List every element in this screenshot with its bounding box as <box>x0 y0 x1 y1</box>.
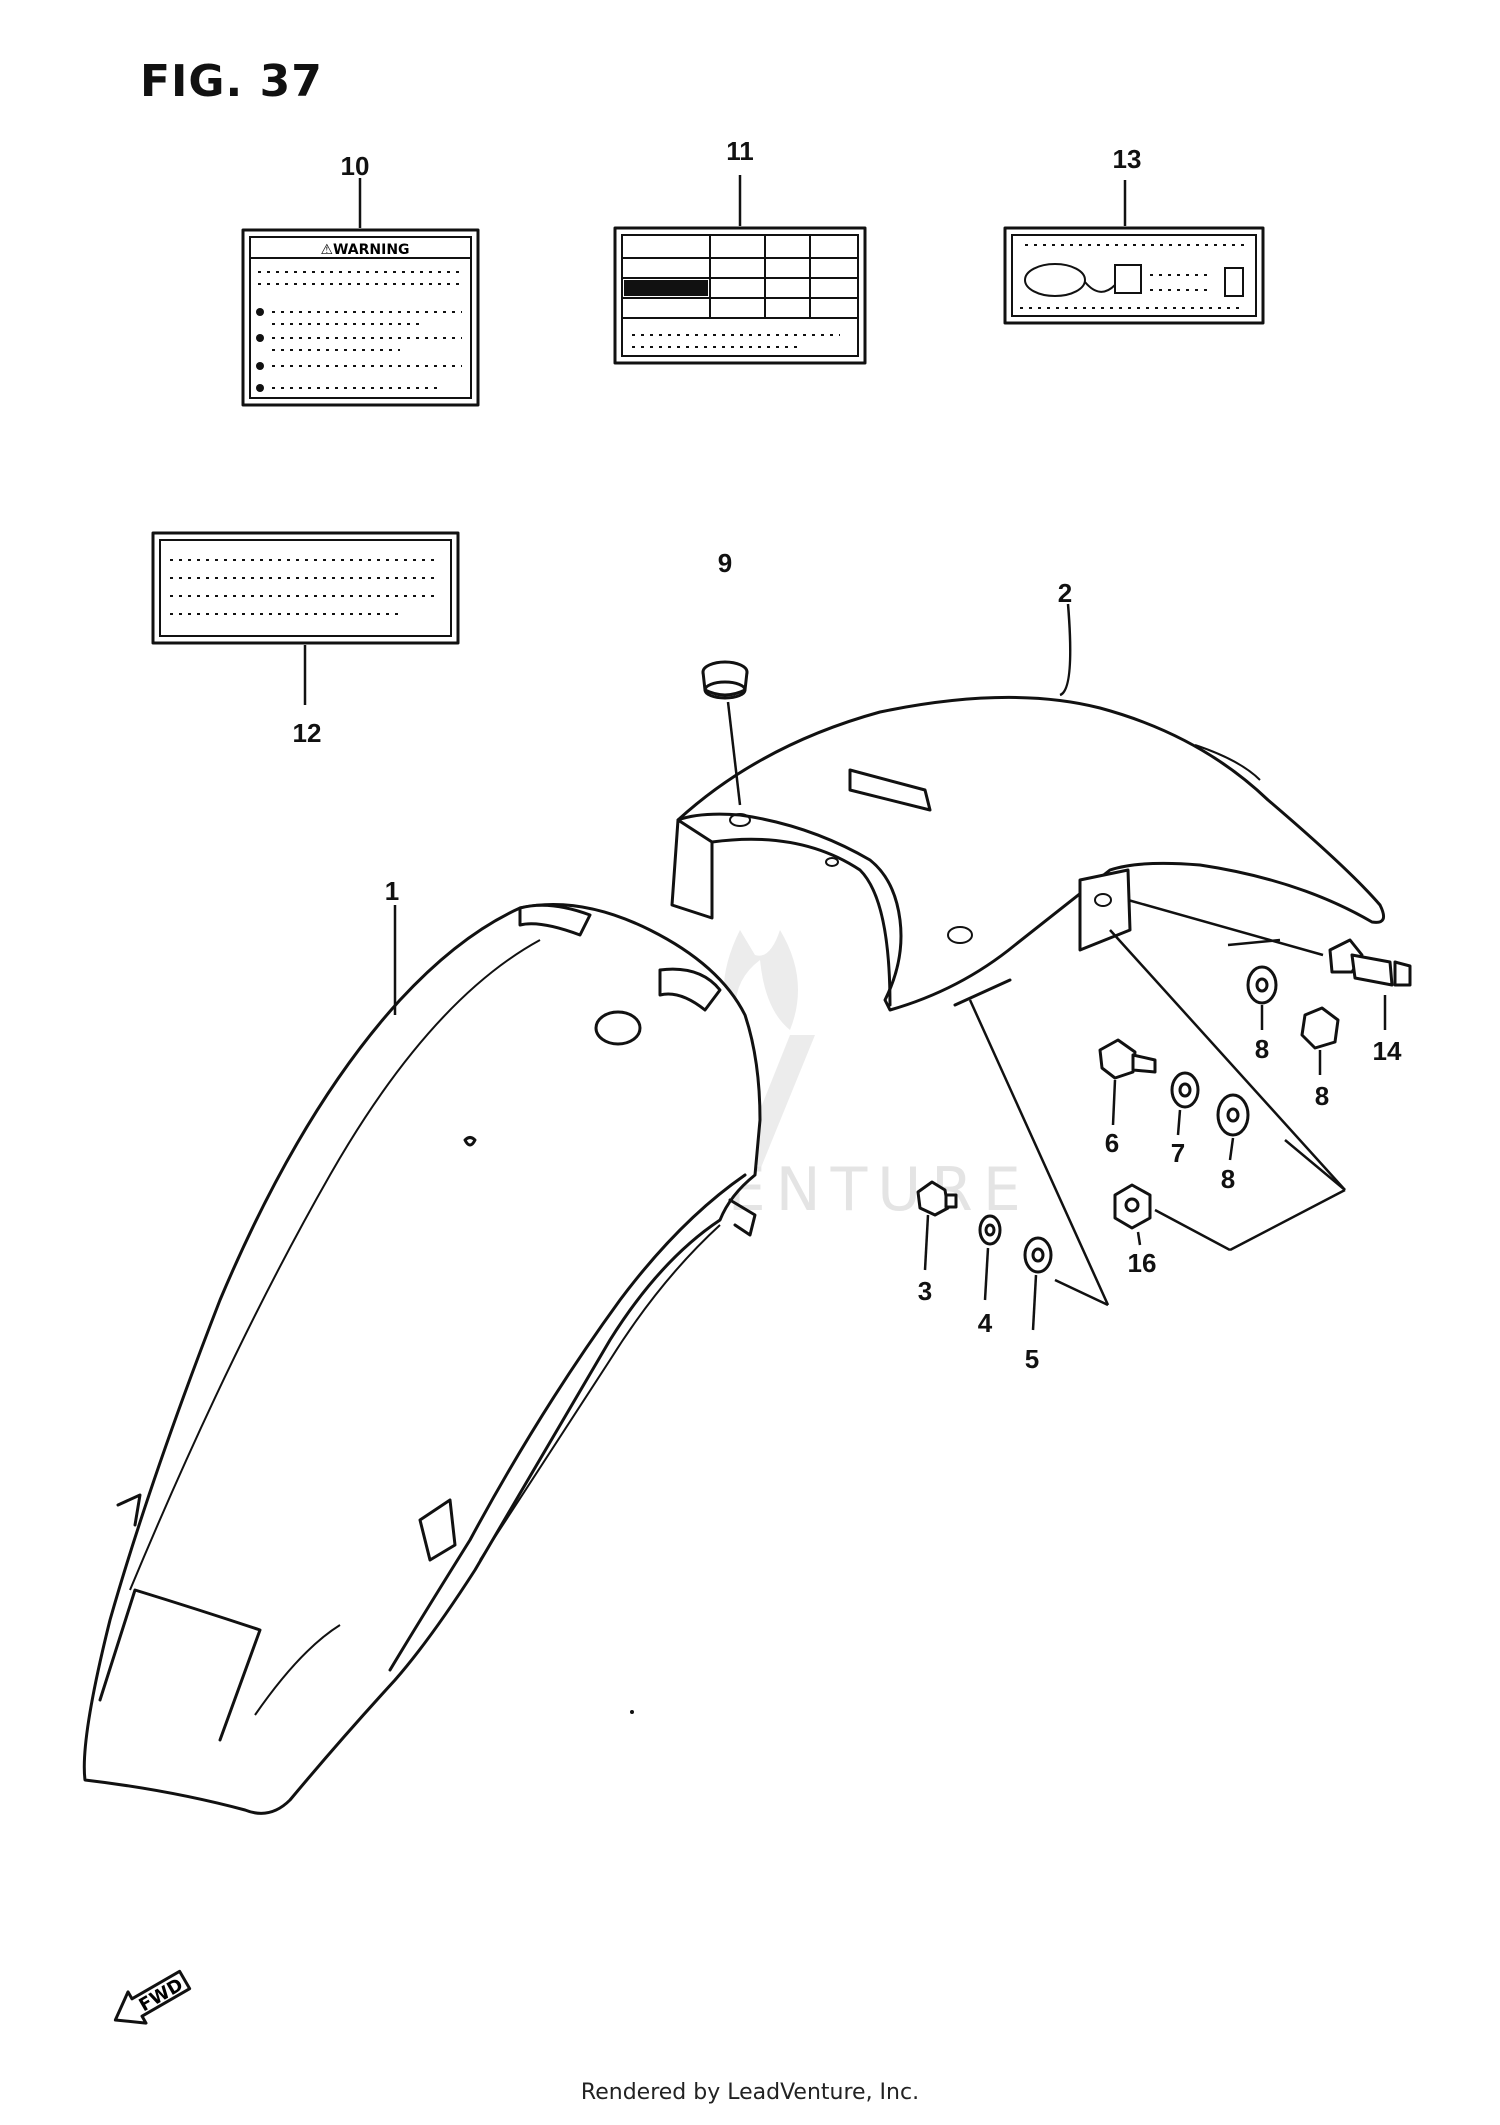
part-11-warning-label[interactable]: ⚠WARNING <box>241 228 480 407</box>
part-14-routing-label[interactable] <box>1003 226 1265 325</box>
figure-title: FIG. 37 <box>140 56 323 107</box>
part-2-front-fender[interactable] <box>670 695 1386 1012</box>
part-4-lock-washer[interactable] <box>978 1214 1002 1246</box>
callout-7-leader <box>1176 1109 1182 1136</box>
callout-9: 8 <box>1315 1081 1329 1111</box>
callout-4: 4 <box>978 1308 993 1338</box>
callout-7: 7 <box>1171 1138 1185 1168</box>
callout-10: 9 <box>718 548 732 578</box>
callout-14: 13 <box>1113 144 1142 174</box>
callout-1: 1 <box>385 876 399 906</box>
callout-8b: 8 <box>1221 1164 1235 1194</box>
callout-3: 3 <box>918 1276 932 1306</box>
callout-6-leader <box>1111 1079 1117 1126</box>
part-10-grommet[interactable] <box>701 660 749 700</box>
callout-5: 5 <box>1025 1344 1039 1374</box>
part-8-washer-upper[interactable] <box>1246 965 1278 1005</box>
assembly-guide-lines <box>968 898 1346 1307</box>
callout-8b-leader <box>1228 1137 1235 1161</box>
callout-16-leader <box>1136 1231 1142 1246</box>
callout-3-leader <box>923 1214 930 1271</box>
callout-2: 2 <box>1058 578 1072 608</box>
part-3-nut[interactable] <box>916 1180 958 1217</box>
part-8-washer-lower[interactable] <box>1216 1093 1250 1137</box>
warning-label-title: ⚠WARNING <box>320 242 409 258</box>
callout-6: 6 <box>1105 1128 1119 1158</box>
callout-5-leader <box>1031 1274 1038 1331</box>
part-12-spec-label[interactable] <box>613 226 867 365</box>
part-5-washer[interactable] <box>1023 1236 1053 1274</box>
callout-10-leader <box>726 701 742 806</box>
stray-mark <box>630 1710 634 1714</box>
callout-16: 16 <box>1128 1248 1157 1278</box>
callout-15: 14 <box>1373 1036 1402 1066</box>
part-9-nut[interactable] <box>1300 1006 1340 1050</box>
callout-12: 11 <box>726 136 754 166</box>
part-13-notice-label[interactable] <box>151 531 460 645</box>
callout-13: 12 <box>293 718 322 748</box>
callout-2-leader <box>1059 603 1072 697</box>
fwd-arrow-icon: FWD <box>113 1969 192 2025</box>
footer-credit: Rendered by LeadVenture, Inc. <box>580 2080 920 2105</box>
part-7-lock-washer[interactable] <box>1170 1071 1200 1109</box>
callout-11: 10 <box>341 151 370 181</box>
callout-8a: 8 <box>1255 1034 1269 1064</box>
part-15-bolt[interactable] <box>1328 938 1412 987</box>
part-16-flange-nut[interactable] <box>1113 1183 1152 1230</box>
part-6-bolt[interactable] <box>1098 1038 1157 1080</box>
part-1-rear-fender[interactable] <box>82 903 762 1815</box>
callout-4-leader <box>983 1247 990 1301</box>
